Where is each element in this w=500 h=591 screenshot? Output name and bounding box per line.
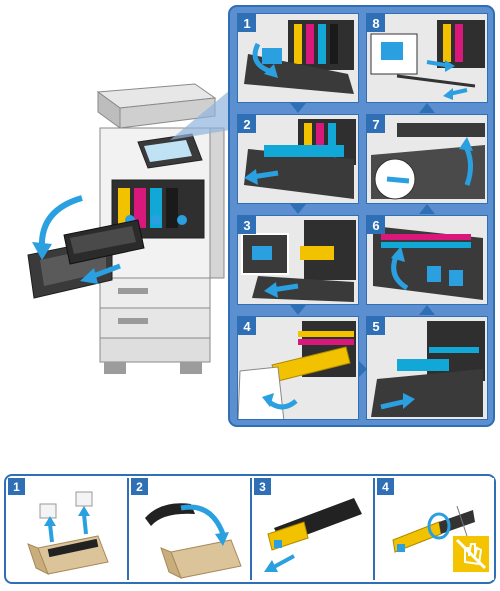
step-7-panel: 7 (366, 114, 488, 204)
up-arrow-icon (419, 204, 435, 214)
step-number: 7 (367, 115, 385, 133)
door-open-arrow-icon (38, 195, 83, 249)
unpack-step-2-panel: 2 (131, 478, 252, 580)
unpacking-steps-panel: 1 2 3 (4, 474, 496, 584)
callout-wedge (170, 90, 230, 140)
step-number: 8 (367, 14, 385, 32)
step-number: 4 (377, 478, 394, 495)
pull-arrow-icon (244, 169, 258, 185)
step-number: 5 (367, 317, 385, 335)
step-5-panel: 5 (366, 316, 488, 420)
down-arrow-icon (290, 103, 306, 113)
step-2-panel: 2 (237, 114, 359, 204)
step-number: 1 (8, 478, 25, 495)
right-arrow-icon (359, 361, 367, 377)
unpack-step-4-panel: 4 (377, 478, 494, 580)
down-arrow-icon (290, 305, 306, 315)
unpack-step-1-panel: 1 (8, 478, 129, 580)
do-not-touch-icon (453, 536, 489, 572)
up-arrow-icon (419, 305, 435, 315)
step-number: 4 (238, 317, 256, 335)
step-4-panel: 4 (237, 316, 359, 420)
down-arrow-icon (290, 204, 306, 214)
replacement-steps-panel: 1 8 2 (228, 5, 495, 427)
step-number: 3 (254, 478, 271, 495)
printer-overview (20, 70, 230, 390)
step-number: 6 (367, 216, 385, 234)
printer-illustration (27, 83, 225, 374)
up-arrow-icon (419, 103, 435, 113)
step-number: 1 (238, 14, 256, 32)
step-3-panel: 3 (237, 215, 359, 305)
step-number: 2 (238, 115, 256, 133)
step-number: 3 (238, 216, 256, 234)
step-number: 2 (131, 478, 148, 495)
step-8-panel: 8 (366, 13, 488, 103)
step-1-panel: 1 (237, 13, 359, 103)
step-6-panel: 6 (366, 215, 488, 305)
unpack-step-3-panel: 3 (254, 478, 375, 580)
